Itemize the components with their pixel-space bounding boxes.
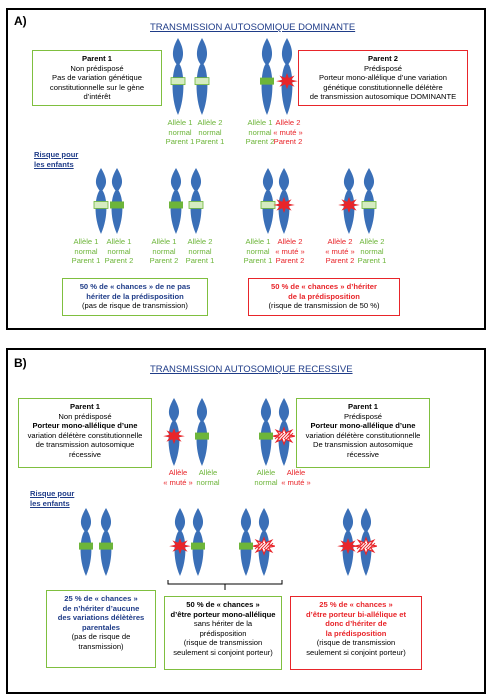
normal-allele	[260, 77, 274, 85]
mutated-hatch	[362, 542, 370, 550]
normal-allele	[79, 542, 93, 550]
parent2-a-line: Porteur mono-allélique d’une variation	[319, 73, 447, 83]
chromosome	[196, 398, 208, 466]
chromosome	[111, 168, 123, 234]
normal-allele	[194, 77, 210, 86]
chromosome	[192, 508, 204, 576]
mutated-hatch	[274, 432, 282, 440]
panel-a-label: A)	[14, 14, 27, 28]
chromosome	[363, 168, 375, 234]
mutated-allele	[273, 197, 295, 213]
chromosome	[260, 398, 272, 466]
mutated-hatch	[368, 542, 376, 550]
parent2-box-b: Parent 1 Prédisposé Porteur mono-alléliq…	[296, 398, 430, 468]
normal-allele	[188, 201, 204, 209]
normal-allele	[239, 542, 253, 550]
chromosome	[190, 168, 202, 234]
mutated-allele	[163, 428, 185, 445]
chromosome	[172, 38, 184, 115]
parent1-a-line: Pas de variation génétique	[52, 73, 142, 83]
chromosome	[196, 38, 208, 115]
parent1-box-b: Parent 1 Non prédisposé Porteur mono-all…	[18, 398, 152, 468]
mutated-hatch	[263, 542, 271, 550]
allele-label: Allèle« muté »	[163, 468, 193, 487]
mutated-hatch	[280, 432, 288, 440]
parent2-box-a: Parent 2 Prédisposé Porteur mono-alléliq…	[298, 50, 468, 106]
mutated-hatch	[283, 432, 291, 440]
parent2-a-line: Prédisposé	[364, 63, 402, 73]
parent1-a-line: Parent 1	[82, 54, 112, 63]
mutated-hatch	[365, 542, 373, 550]
mutated-hatch	[254, 542, 262, 550]
mutated-hatch	[286, 432, 294, 440]
chromosome	[240, 508, 252, 576]
normal-allele	[195, 432, 209, 440]
outcome-3-b: 25 % de « chances » d’être porteur bi-al…	[290, 596, 422, 670]
normal-allele	[93, 201, 109, 209]
normal-allele	[170, 77, 186, 86]
allele-label: Allèle 2« muté »Parent 2	[325, 237, 355, 266]
panel-b-label: B)	[14, 356, 27, 370]
normal-allele	[361, 201, 377, 209]
allele-label: Allèle 2« muté »Parent 2	[275, 237, 305, 266]
chromosome	[170, 168, 182, 234]
parent1-a-line: constitutionnelle sur le gène	[49, 82, 145, 92]
chromosome	[261, 38, 273, 115]
mutated-hatch	[257, 542, 265, 550]
mutated-hatch	[356, 542, 364, 550]
mutated-hatch	[260, 542, 268, 550]
chromosome	[262, 168, 274, 234]
mutated-allele	[337, 538, 359, 555]
outcome-1-b: 25 % de « chances » de n’hériter d’aucun…	[46, 590, 156, 668]
mutated-allele	[169, 538, 191, 555]
chromosome	[95, 168, 107, 234]
allele-label: Allèle 2« muté »Parent 2	[273, 118, 303, 147]
mutated-hatch	[277, 432, 285, 440]
mutated-allele	[338, 197, 360, 213]
outcome-right-a: 50 % de « chances » d’hériter de la préd…	[248, 278, 400, 316]
mutated-allele	[276, 73, 298, 90]
chromosome	[80, 508, 92, 576]
outcome-left-a: 50 % de « chances » de ne pas hériter de…	[62, 278, 208, 316]
parent2-a-line: génétique constitutionnelle délétère	[323, 82, 443, 92]
parent1-a-line: d’intérêt	[83, 92, 111, 102]
mutated-hatch	[359, 542, 367, 550]
panel-a-title: TRANSMISSION AUTOSOMIQUE DOMINANTE	[150, 22, 356, 33]
bracket	[167, 580, 283, 590]
parent2-a-line: de transmission autosomique DOMINANTE	[309, 92, 457, 102]
normal-allele	[110, 201, 124, 209]
normal-allele	[99, 542, 113, 550]
normal-allele	[191, 542, 205, 550]
parent2-a-line: Parent 2	[368, 54, 398, 63]
panel-b-title: TRANSMISSION AUTOSOMIQUE RECESSIVE	[150, 364, 353, 375]
parent1-box-a: Parent 1 Non prédisposé Pas de variation…	[32, 50, 162, 106]
parent1-a-line: Non prédisposé	[70, 63, 124, 73]
allele-label: Allèle« muté »	[281, 468, 311, 487]
normal-allele	[260, 201, 276, 209]
mutated-hatch	[266, 542, 274, 550]
normal-allele	[259, 432, 273, 440]
normal-allele	[169, 201, 183, 209]
outcome-2-b: 50 % de « chances » d’être porteur mono-…	[164, 596, 282, 670]
chromosome	[100, 508, 112, 576]
